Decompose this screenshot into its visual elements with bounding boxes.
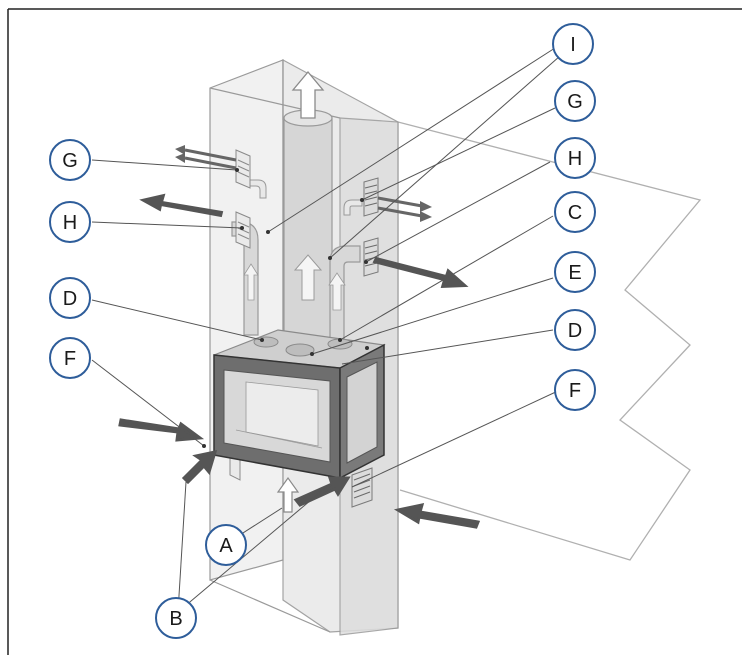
right-duct-inner-arrow bbox=[328, 272, 346, 311]
leader-lines bbox=[91, 47, 561, 613]
callout-G-left-label: G bbox=[62, 150, 78, 172]
left-middle-grille bbox=[235, 211, 251, 249]
left-vent-arrow-2 bbox=[184, 156, 237, 170]
callout-F-right: F bbox=[554, 369, 596, 411]
fireplace-inner-back bbox=[245, 381, 319, 447]
left-vent-arrow-2-head bbox=[175, 153, 185, 163]
fireplace-side-glass bbox=[346, 361, 378, 464]
callout-D-right-label: D bbox=[568, 320, 582, 342]
left-intake-arrow-lower bbox=[181, 450, 218, 485]
callout-G-right-label: G bbox=[567, 91, 583, 113]
callout-H-right-label: H bbox=[568, 148, 582, 170]
callout-E-label: E bbox=[568, 262, 581, 284]
flue-inner-arrow bbox=[293, 254, 323, 301]
callout-D-left: D bbox=[49, 277, 91, 319]
callout-F-right-label: F bbox=[569, 380, 581, 402]
flue-opening bbox=[285, 343, 315, 357]
callout-D-right: D bbox=[554, 309, 596, 351]
callout-F-left-label: F bbox=[64, 348, 76, 370]
right-vent-arrow-1-head bbox=[420, 201, 432, 212]
right-vent-arrow-1 bbox=[377, 196, 423, 208]
callout-B: B bbox=[155, 597, 197, 639]
callout-F-left: F bbox=[49, 337, 91, 379]
callout-I-label: I bbox=[570, 34, 576, 56]
left-vent-arrow-1-head bbox=[175, 145, 185, 155]
callout-D-left-label: D bbox=[63, 288, 77, 310]
left-duct-inner-arrow bbox=[243, 263, 259, 301]
wall-outline bbox=[397, 121, 702, 561]
callout-G-left: G bbox=[49, 139, 91, 181]
right-hot-air-duct bbox=[329, 245, 361, 341]
right-lower-grille bbox=[351, 467, 373, 508]
callout-H-left-label: H bbox=[63, 212, 77, 234]
center-intake-arrow bbox=[293, 476, 351, 507]
left-vent-arrow-1 bbox=[184, 148, 237, 162]
callout-C-label: C bbox=[568, 202, 582, 224]
callout-H-left: H bbox=[49, 201, 91, 243]
chimney-edge-3 bbox=[209, 579, 331, 633]
left-intake-arrow-upper bbox=[118, 418, 205, 442]
leader-dots bbox=[202, 168, 369, 448]
bottom-air-intake-arrow bbox=[276, 476, 300, 513]
callout-E: E bbox=[554, 251, 596, 293]
callout-C: C bbox=[554, 191, 596, 233]
central-flue-pipe bbox=[283, 117, 333, 354]
fireplace-inner-floor bbox=[235, 429, 323, 449]
left-ventilation-pipe bbox=[247, 179, 267, 199]
right-wall-intake-arrow bbox=[393, 503, 481, 529]
callout-H-right: H bbox=[554, 137, 596, 179]
right-ventilation-pipe bbox=[343, 199, 363, 216]
callout-A: A bbox=[205, 524, 247, 566]
callout-G-right: G bbox=[554, 80, 596, 122]
callout-B-label: B bbox=[169, 608, 182, 630]
flue-exhaust-arrow bbox=[291, 70, 325, 119]
left-hot-air-outflow-arrow bbox=[139, 193, 224, 218]
callout-I: I bbox=[552, 23, 594, 65]
callout-A-label: A bbox=[219, 535, 233, 557]
right-upper-grille bbox=[363, 177, 379, 217]
right-hot-air-outflow-arrow bbox=[372, 256, 469, 289]
right-middle-grille bbox=[363, 237, 379, 277]
right-vent-arrow-2-head bbox=[420, 211, 432, 222]
